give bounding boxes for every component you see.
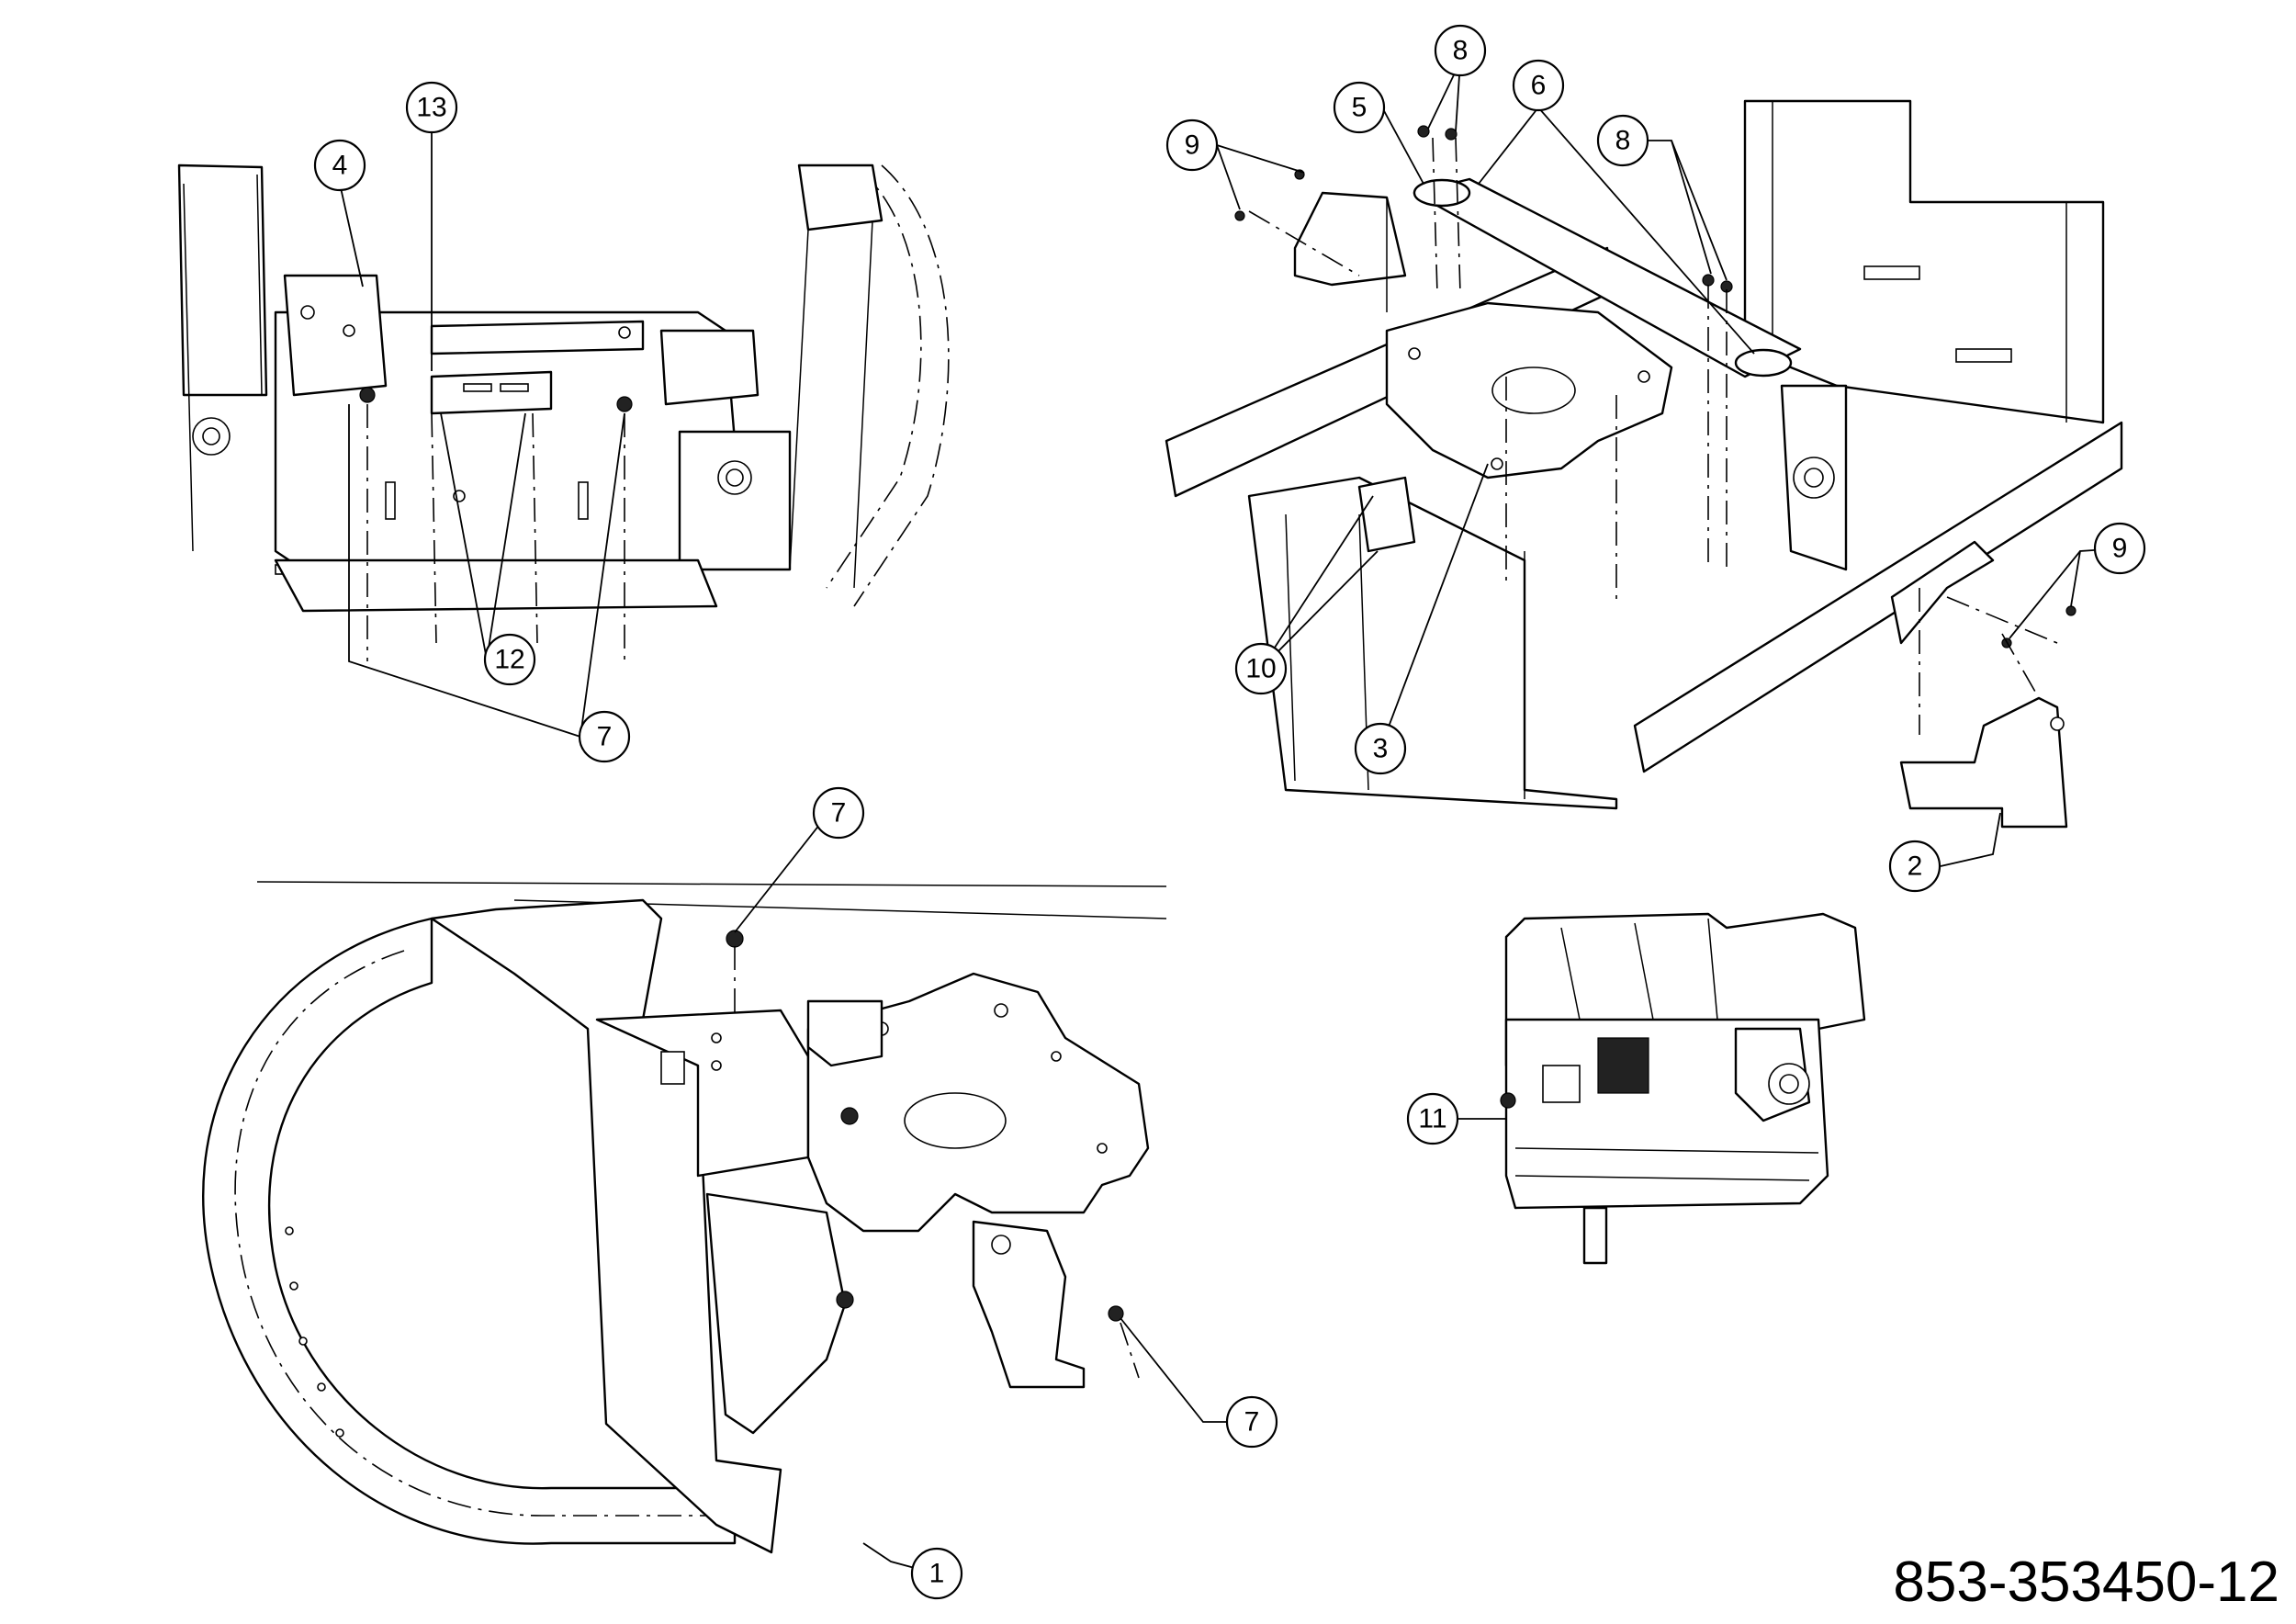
svg-text:12: 12 bbox=[494, 645, 524, 675]
callout-9: 9 bbox=[2093, 522, 2146, 575]
svg-text:9: 9 bbox=[1185, 130, 1200, 161]
callout-3: 3 bbox=[1354, 722, 1407, 775]
callout-7: 7 bbox=[812, 786, 865, 840]
callout-10: 10 bbox=[1234, 642, 1288, 695]
svg-text:13: 13 bbox=[416, 93, 446, 123]
svg-text:6: 6 bbox=[1531, 71, 1547, 101]
callout-13: 13 bbox=[405, 81, 458, 134]
svg-text:5: 5 bbox=[1352, 93, 1367, 123]
callout-1: 1 bbox=[910, 1547, 963, 1600]
view-top-right bbox=[1165, 99, 2123, 829]
svg-text:9: 9 bbox=[2112, 534, 2128, 564]
callout-5: 5 bbox=[1333, 81, 1386, 134]
view-bottom-left bbox=[202, 881, 1167, 1554]
callout-2: 2 bbox=[1888, 840, 1941, 893]
svg-text:10: 10 bbox=[1245, 654, 1276, 684]
callout-8: 8 bbox=[1596, 114, 1649, 167]
svg-text:8: 8 bbox=[1453, 36, 1469, 66]
document-number: 853-353450-12 bbox=[1893, 1551, 2279, 1614]
svg-text:2: 2 bbox=[1908, 851, 1923, 882]
callout-11: 11 bbox=[1406, 1092, 1459, 1145]
callout-9: 9 bbox=[1165, 118, 1219, 172]
svg-text:1: 1 bbox=[929, 1559, 945, 1589]
view-engine bbox=[1500, 912, 1866, 1265]
callout-7: 7 bbox=[1225, 1395, 1278, 1449]
svg-text:11: 11 bbox=[1418, 1104, 1446, 1134]
svg-text:8: 8 bbox=[1615, 126, 1631, 156]
callout-6: 6 bbox=[1512, 59, 1565, 112]
callout-8: 8 bbox=[1434, 24, 1487, 77]
svg-text:3: 3 bbox=[1373, 734, 1389, 764]
svg-text:7: 7 bbox=[831, 798, 847, 829]
svg-text:4: 4 bbox=[332, 151, 348, 181]
callout-4: 4 bbox=[313, 139, 366, 192]
callout-7: 7 bbox=[578, 710, 631, 763]
svg-text:7: 7 bbox=[1244, 1407, 1260, 1438]
view-top-left bbox=[177, 164, 950, 661]
callout-12: 12 bbox=[483, 633, 536, 686]
svg-text:7: 7 bbox=[597, 722, 613, 752]
